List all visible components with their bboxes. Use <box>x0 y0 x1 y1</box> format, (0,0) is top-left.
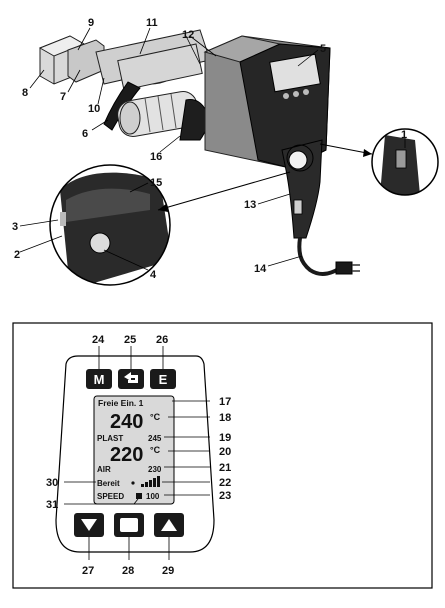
callout-8: 8 <box>22 87 28 99</box>
device-illustration: 1 2 3 4 5 6 7 8 9 10 11 12 13 14 15 16 <box>12 17 439 286</box>
callout-22: 22 <box>219 477 231 489</box>
lcd-temp-air: 220 <box>110 444 143 466</box>
callout-25: 25 <box>124 334 136 346</box>
callout-19: 19 <box>219 432 231 444</box>
button-back[interactable] <box>118 369 144 389</box>
callout-4: 4 <box>150 269 157 281</box>
triangle-up-icon <box>161 519 177 531</box>
signal-bars-icon <box>141 476 160 487</box>
callout-30: 30 <box>46 477 58 489</box>
callout-5: 5 <box>320 43 326 55</box>
callouts-bottom: 17 18 19 20 21 22 23 24 25 26 27 28 29 3… <box>46 334 231 577</box>
callout-23: 23 <box>219 490 231 502</box>
callout-7: 7 <box>60 91 66 103</box>
button-e-label: E <box>159 372 168 387</box>
button-up[interactable] <box>154 513 184 537</box>
callout-20: 20 <box>219 446 231 458</box>
lcd-temp-air-unit: °C <box>150 445 161 455</box>
callout-16: 16 <box>150 151 162 163</box>
lcd-temp-small: 245 <box>148 434 162 443</box>
callout-24: 24 <box>92 334 105 346</box>
lcd-air-label: AIR <box>97 465 111 474</box>
button-m-label: M <box>94 372 105 387</box>
button-4-icon <box>89 232 111 254</box>
callout-27: 27 <box>82 565 94 577</box>
lcd-temp-set: 240 <box>110 411 143 433</box>
trigger-knob-icon <box>288 150 308 170</box>
square-icon <box>120 518 138 532</box>
power-cable <box>297 237 360 276</box>
plug-icon <box>335 261 353 275</box>
pistol-grip <box>281 139 323 239</box>
callout-13: 13 <box>244 199 256 211</box>
callout-26: 26 <box>156 334 168 346</box>
control-panel-diagram: M E Freie Ein. 1 240 °C PLAST 245 220 °C… <box>12 322 433 589</box>
callout-14: 14 <box>254 263 267 275</box>
detail-circle-right <box>371 128 439 196</box>
lcd-speed-value: 100 <box>146 492 160 501</box>
leader-lines-bottom <box>64 346 210 560</box>
button-down[interactable] <box>74 513 104 537</box>
callout-3: 3 <box>12 221 18 233</box>
zoom-arrows <box>157 143 373 212</box>
callout-6: 6 <box>82 128 88 140</box>
main-housing <box>203 35 331 169</box>
callout-15: 15 <box>150 177 162 189</box>
lcd-status: Bereit <box>97 479 120 488</box>
callout-18: 18 <box>219 412 231 424</box>
lcd-speed-label: SPEED <box>97 492 124 501</box>
callouts-top: 1 2 3 4 5 6 7 8 9 10 11 12 13 14 15 16 <box>12 17 407 281</box>
button-enter[interactable] <box>114 513 144 537</box>
callout-2: 2 <box>14 249 20 261</box>
callout-28: 28 <box>122 565 134 577</box>
callout-29: 29 <box>162 565 174 577</box>
detail-circle-left <box>49 164 171 286</box>
triangle-down-icon <box>81 519 97 531</box>
button-m[interactable]: M <box>86 369 112 389</box>
callout-1: 1 <box>401 129 407 141</box>
lcd-material: PLAST <box>97 434 123 443</box>
status-dot-icon <box>131 481 135 485</box>
barrel <box>95 29 211 91</box>
lcd-temp-unit: °C <box>150 412 161 422</box>
housing-display-icon <box>269 53 321 93</box>
callout-17: 17 <box>219 396 231 408</box>
callout-12: 12 <box>182 29 194 41</box>
return-arrow-icon <box>124 372 138 383</box>
button-e[interactable]: E <box>150 369 176 389</box>
callout-31: 31 <box>46 499 58 511</box>
lcd-air-value: 230 <box>148 465 162 474</box>
lcd-profile: Freie Ein. 1 <box>98 398 144 408</box>
callout-9: 9 <box>88 17 94 29</box>
speed-square-icon <box>136 493 142 499</box>
leader-lines-top <box>19 27 406 271</box>
callout-21: 21 <box>219 462 231 474</box>
nozzle-block <box>38 35 105 85</box>
callout-10: 10 <box>88 103 100 115</box>
callout-11: 11 <box>146 17 158 29</box>
